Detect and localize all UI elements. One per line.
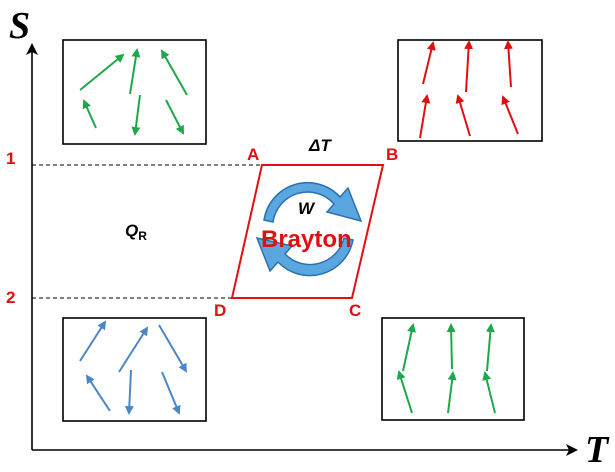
blue-arrow xyxy=(158,324,188,373)
y-axis-label: S xyxy=(9,5,30,47)
green-arrow xyxy=(396,370,413,414)
top-left-molecule-box xyxy=(62,39,207,145)
cycle-circular-arrows xyxy=(255,181,363,277)
blue-arrow xyxy=(161,371,181,415)
corner-b-label: B xyxy=(386,145,398,164)
work-label: W xyxy=(298,199,316,218)
cycle-name-label: Brayton xyxy=(261,226,352,253)
corner-a-label: A xyxy=(247,145,259,164)
top-right-molecule-box xyxy=(397,39,543,142)
green-arrow xyxy=(161,49,188,96)
heat-symbol: Q xyxy=(125,221,138,240)
green-arrow xyxy=(79,53,125,91)
red-arrow xyxy=(501,95,519,135)
red-arrow xyxy=(455,94,471,137)
green-arrow xyxy=(402,323,416,372)
green-arrow xyxy=(447,371,457,414)
blue-arrow xyxy=(79,320,107,362)
level-2-label: 2 xyxy=(6,288,15,307)
heat-subscript: R xyxy=(138,229,147,243)
green-arrow xyxy=(165,99,184,135)
red-arrow xyxy=(464,40,474,93)
blue-arrow xyxy=(85,374,111,412)
green-arrow xyxy=(131,94,141,136)
green-arrow xyxy=(129,48,141,95)
green-arrow xyxy=(82,99,97,129)
level-1-label: 1 xyxy=(6,149,15,168)
corner-c-label: C xyxy=(349,301,361,320)
cycle-arrow-upper xyxy=(263,181,363,223)
bottom-left-molecule-box xyxy=(62,317,207,422)
blue-arrow xyxy=(124,369,134,415)
red-arrow xyxy=(422,41,436,85)
bottom-right-molecule-box xyxy=(381,317,525,421)
red-arrow xyxy=(419,94,431,139)
red-arrow xyxy=(503,40,513,88)
green-arrow xyxy=(446,323,456,370)
green-arrow xyxy=(485,323,495,372)
green-arrow xyxy=(482,371,496,414)
heat-label: QR xyxy=(125,221,147,243)
blue-arrow xyxy=(118,326,149,373)
x-axis-label: T xyxy=(585,429,610,471)
delta-t-label: ΔT xyxy=(308,136,332,155)
corner-d-label: D xyxy=(214,301,226,320)
cycle-arrow-lower xyxy=(255,236,354,277)
brayton-cycle-parallelogram xyxy=(230,164,385,299)
